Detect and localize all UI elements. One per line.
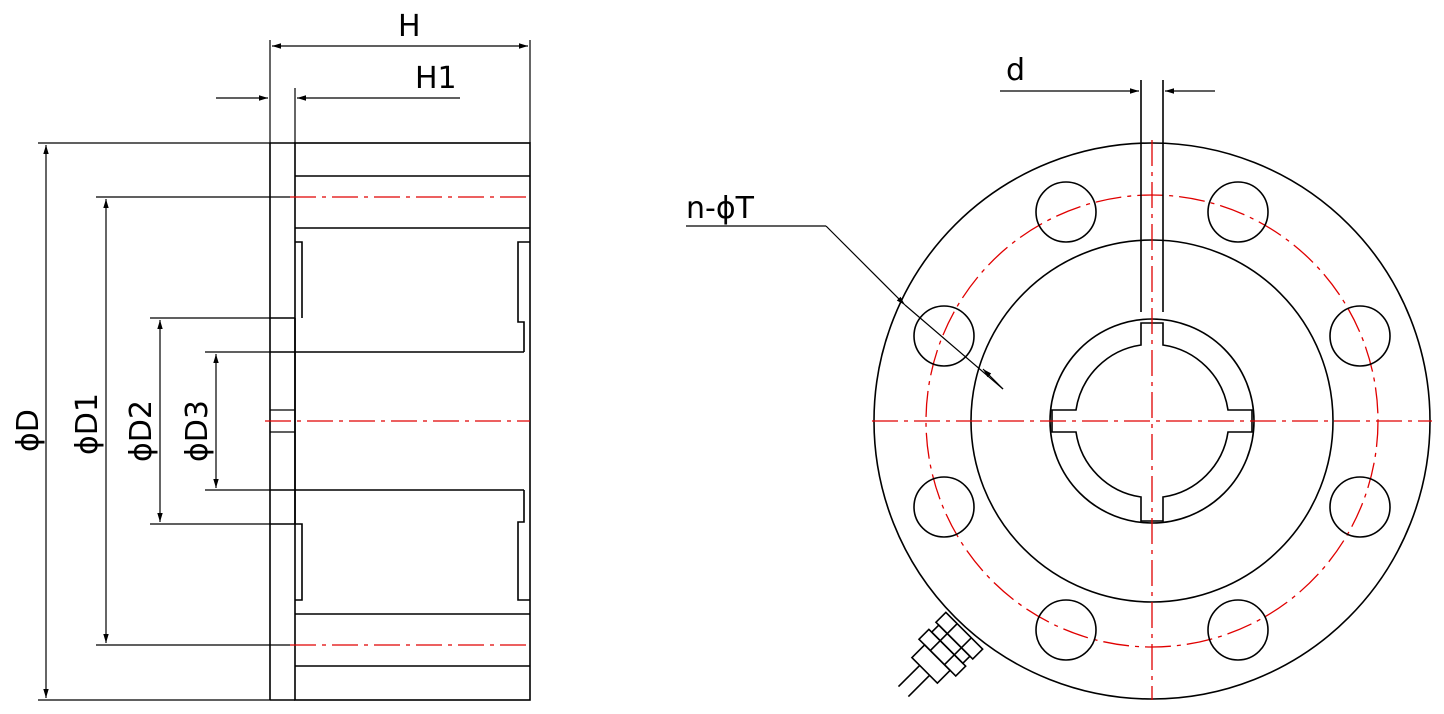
dim-d-label: ϕD [11,409,46,452]
dim-d2-label: ϕD2 [124,400,159,462]
bolt-hole [1207,599,1269,661]
label-n-phi-t: n-ϕT [686,191,755,226]
leader-n-phi-t [825,225,906,306]
dim-h1-label: H1 [415,61,457,96]
dim-d3-label: ϕD3 [180,400,215,462]
bolt-hole [1035,599,1097,661]
bolt-hole [1207,181,1269,243]
bolt-hole [1035,181,1097,243]
front-view: d n-ϕT [686,53,1432,700]
dim-slot-d-label: d [1006,53,1025,88]
bolt-hole [1329,305,1391,367]
inner-ring-circle [970,239,1334,603]
bolt-hole [1329,476,1391,538]
side-view: H H1 ϕD ϕD1 ϕD2 ϕD3 [11,9,531,701]
cable-connector [897,611,984,698]
bolt-hole [913,305,975,367]
dim-h-label: H [398,9,421,44]
dim-d1-label: ϕD1 [70,393,105,455]
center-bore [1051,322,1253,522]
bolt-hole [913,476,975,538]
